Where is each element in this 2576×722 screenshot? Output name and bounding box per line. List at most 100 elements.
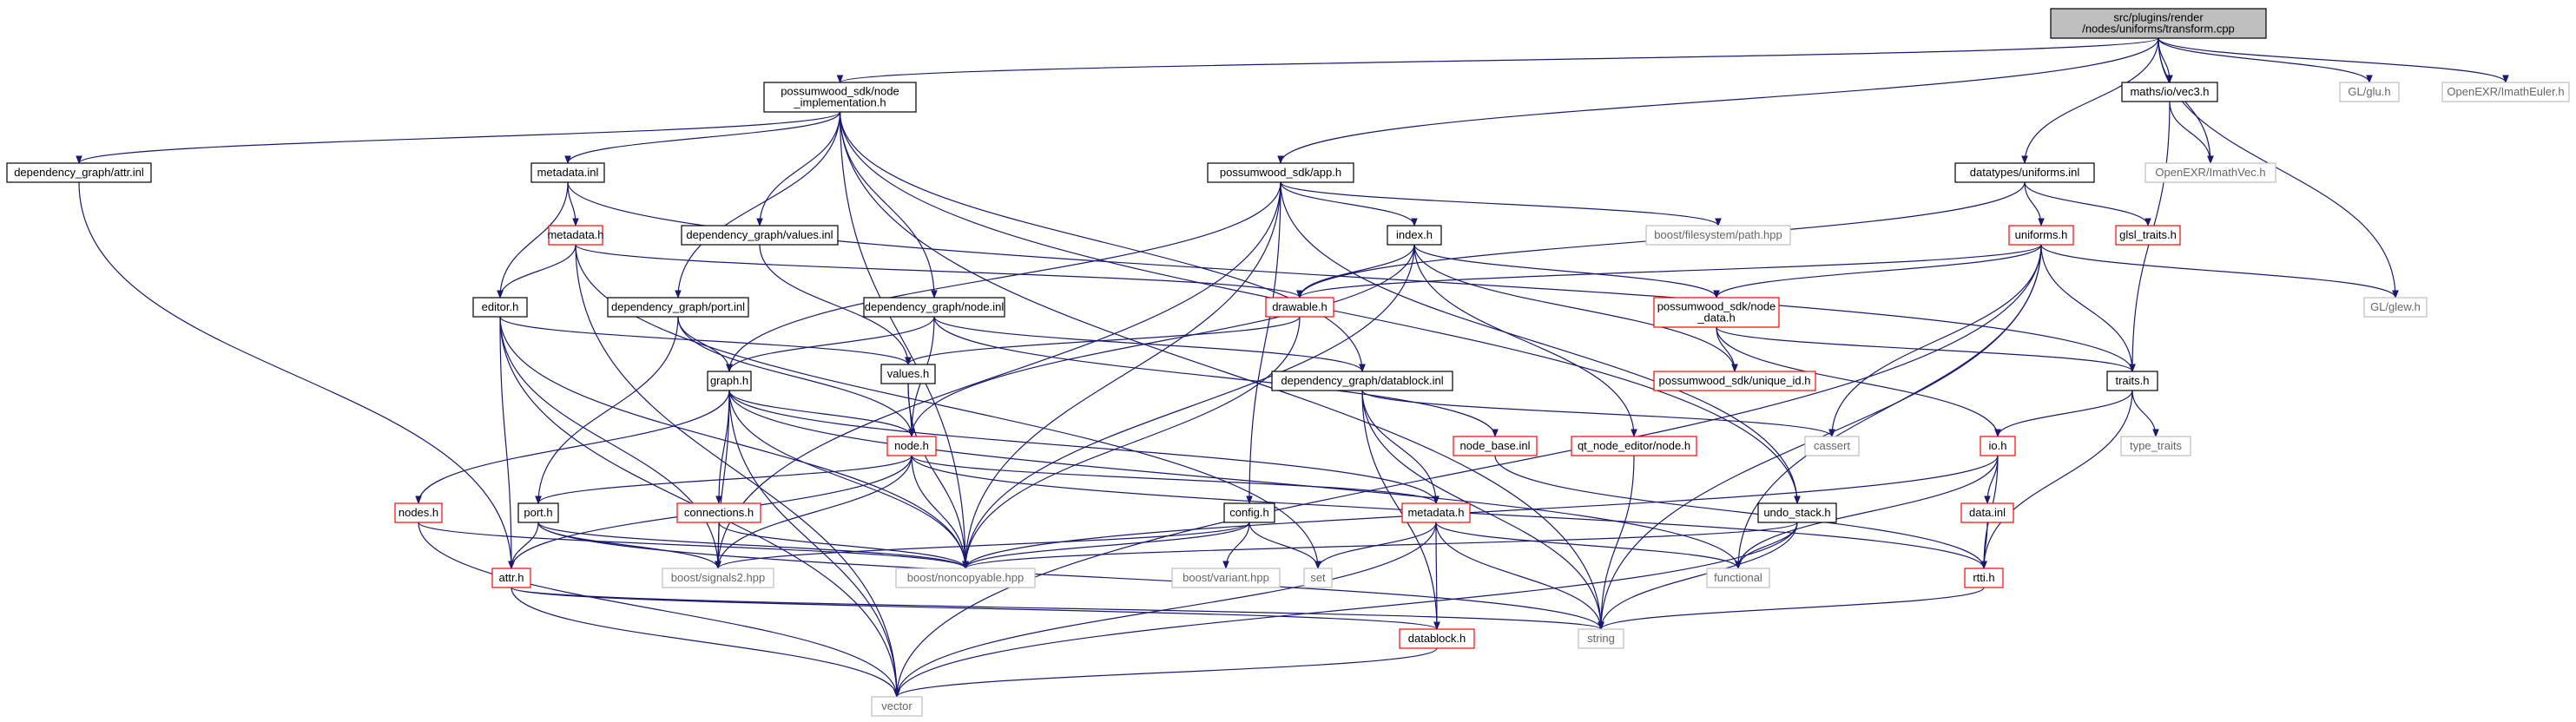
node-uniforms-h[interactable]: uniforms.h <box>2008 225 2074 246</box>
node-port-inl[interactable]: dependency_graph/port.inl <box>607 297 749 318</box>
edge-datablock-h-to-vector <box>893 647 1438 698</box>
edge-transform-to-datatypes-uniforms <box>2021 37 2159 164</box>
node-datatypes-uniforms[interactable]: datatypes/uniforms.inl <box>1954 162 2095 183</box>
node-label: GL/glew.h <box>2370 300 2421 313</box>
node-label: boost/noncopyable.hpp <box>907 571 1024 584</box>
node-undo-stack[interactable]: undo_stack.h <box>1757 502 1837 523</box>
node-transform[interactable]: src/plugins/render/nodes/uniforms/transf… <box>2050 8 2267 39</box>
node-values-h[interactable]: values.h <box>880 364 936 384</box>
node-label: node.h <box>894 439 929 452</box>
edges-layer <box>76 37 2509 698</box>
node-boost-noncopy[interactable]: boost/noncopyable.hpp <box>895 568 1036 588</box>
node-pw-node-data[interactable]: possumwood_sdk/node_data.h <box>1653 297 1780 328</box>
node-boost-variant[interactable]: boost/variant.hpp <box>1171 568 1281 588</box>
node-editor-h[interactable]: editor.h <box>472 297 528 318</box>
node-box <box>1804 436 1860 456</box>
node-box <box>2441 82 2570 102</box>
node-label: port.h <box>524 506 552 519</box>
node-label: qt_node_editor/node.h <box>1578 439 1690 452</box>
edge-attr-h-to-datablock-h <box>511 587 1440 630</box>
edge-metadata-h-low-to-vector <box>893 522 1437 698</box>
node-openexr-vec[interactable]: OpenEXR/ImathVec.h <box>2144 162 2276 183</box>
node-drawable-h[interactable]: drawable.h <box>1265 297 1334 318</box>
edge-uniforms-h-to-pw-node-data <box>1713 244 2042 299</box>
edge-uniforms-h-to-drawable-h <box>1296 244 2042 299</box>
node-label: functional <box>1714 571 1762 584</box>
node-gl-glew[interactable]: GL/glew.h <box>2363 297 2428 318</box>
node-values-inl[interactable]: dependency_graph/values.inl <box>681 225 839 246</box>
node-string[interactable]: string <box>1578 628 1624 649</box>
node-metadata-h-top[interactable]: metadata.h <box>547 225 604 246</box>
edge-attr-h-to-vector <box>511 587 900 698</box>
edge-node-impl-to-values-inl <box>756 111 841 226</box>
node-box <box>1399 628 1475 649</box>
node-box <box>548 225 603 246</box>
node-label: OpenEXR/ImathEuler.h <box>2447 85 2564 98</box>
node-app-h[interactable]: possumwood_sdk/app.h <box>1207 162 1354 183</box>
node-box <box>676 502 761 523</box>
node-attr-inl[interactable]: dependency_graph/attr.inl <box>6 162 152 183</box>
edge-uniforms-h-to-cassert <box>1828 244 2042 437</box>
node-attr-h[interactable]: attr.h <box>491 568 531 588</box>
node-node-base-inl[interactable]: node_base.inl <box>1453 436 1538 456</box>
edge-transform-to-openexr-euler <box>2158 37 2509 83</box>
node-glsl-traits[interactable]: glsl_traits.h <box>2115 225 2181 246</box>
node-data-inl[interactable]: data.inl <box>1960 502 2014 523</box>
edge-graph-h-to-node-h <box>728 390 915 437</box>
node-set[interactable]: set <box>1303 568 1333 588</box>
node-node-inl[interactable]: dependency_graph/node.inl <box>863 297 1005 318</box>
node-pw-unique-id[interactable]: possumwood_sdk/unique_id.h <box>1653 371 1816 391</box>
node-label: _implementation.h <box>793 96 886 109</box>
edge-node-impl-to-string <box>839 111 1604 630</box>
node-functional[interactable]: functional <box>1706 568 1770 588</box>
edge-index-h-to-pw-unique-id <box>1413 244 1738 372</box>
node-box <box>2050 8 2267 39</box>
edge-qt-node-editor-to-string <box>1598 455 1635 630</box>
node-io-h[interactable]: io.h <box>1980 436 2016 456</box>
node-cassert[interactable]: cassert <box>1804 436 1860 456</box>
edge-datatypes-uniforms-to-uniforms-h <box>2024 181 2045 226</box>
node-index-h[interactable]: index.h <box>1387 225 1442 246</box>
node-datablock-inl[interactable]: dependency_graph/datablock.inl <box>1271 371 1453 391</box>
node-nodes-h[interactable]: nodes.h <box>394 502 443 523</box>
node-boost-fs[interactable]: boost/filesystem/path.hpp <box>1645 225 1791 246</box>
edge-uniforms-h-to-gl-glew <box>2040 244 2399 299</box>
node-traits-h[interactable]: traits.h <box>2106 371 2158 391</box>
edge-node-h-to-port-h <box>535 455 912 504</box>
node-qt-node-editor[interactable]: qt_node_editor/node.h <box>1571 436 1697 456</box>
edge-datablock-inl-to-string <box>1361 390 1604 630</box>
node-openexr-euler[interactable]: OpenEXR/ImathEuler.h <box>2441 82 2570 102</box>
node-vector[interactable]: vector <box>871 696 923 717</box>
edge-graph-h-to-functional <box>728 390 1742 569</box>
node-label: string <box>1587 632 1615 645</box>
node-rtti-h[interactable]: rtti.h <box>1964 568 2004 588</box>
node-maths-io-vec3[interactable]: maths/io/vec3.h <box>2121 82 2218 102</box>
node-box <box>871 696 923 717</box>
node-node-h[interactable]: node.h <box>886 436 937 456</box>
node-connections-h[interactable]: connections.h <box>676 502 761 523</box>
node-type-traits[interactable]: type_traits <box>2120 436 2191 456</box>
edge-port-h-to-string <box>537 522 1604 630</box>
edge-graph-h-to-vector <box>728 390 900 698</box>
node-config-h[interactable]: config.h <box>1223 502 1275 523</box>
node-label: src/plugins/render <box>2113 11 2204 24</box>
node-label: dependency_graph/port.inl <box>611 300 745 313</box>
edge-port-inl-to-port-h <box>535 316 679 504</box>
node-port-h[interactable]: port.h <box>517 502 559 523</box>
node-node-impl[interactable]: possumwood_sdk/node_implementation.h <box>763 82 917 113</box>
node-datablock-h[interactable]: datablock.h <box>1399 628 1475 649</box>
edge-drawable-h-to-boost-noncopy <box>962 316 1301 569</box>
node-graph-h[interactable]: graph.h <box>707 371 752 391</box>
node-metadata-inl[interactable]: metadata.inl <box>530 162 605 183</box>
edge-io-h-to-boost-noncopy <box>962 455 1999 569</box>
node-box <box>1171 568 1281 588</box>
edge-node-h-to-boost-signals <box>715 455 912 569</box>
node-box <box>1387 225 1442 246</box>
node-metadata-h-low[interactable]: metadata.h <box>1401 502 1471 523</box>
node-box <box>2115 225 2181 246</box>
node-box <box>880 364 936 384</box>
edge-metadata-h-low-to-functional <box>1435 522 1742 569</box>
node-gl-glu[interactable]: GL/glu.h <box>2339 82 2400 102</box>
node-boost-signals[interactable]: boost/signals2.hpp <box>662 568 774 588</box>
node-label: nodes.h <box>399 506 438 519</box>
